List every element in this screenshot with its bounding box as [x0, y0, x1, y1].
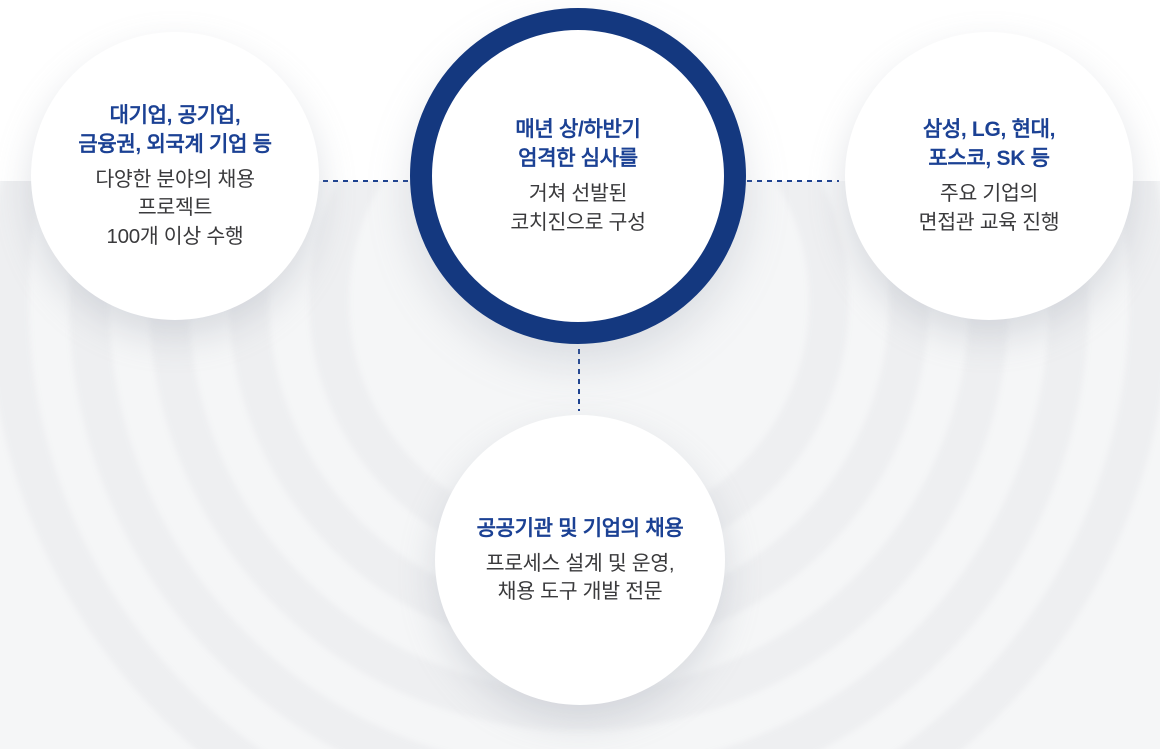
bubble-body-group: 프로세스 설계 및 운영, 채용 도구 개발 전문 — [486, 550, 675, 607]
connector-right-dashed-line — [747, 180, 839, 182]
bubble-body-line: 프로세스 설계 및 운영, — [485, 551, 675, 575]
bubble-heading-line: 금융권, 외국계 기업 등 — [78, 132, 272, 156]
bubble-body-group: 거쳐 선발된 코치진으로 구성 — [510, 180, 646, 237]
bubble-bottom-hiring-process: 공공기관 및 기업의 채용 프로세스 설계 및 운영, 채용 도구 개발 전문 — [435, 415, 725, 705]
bubble-body-group: 다양한 분야의 채용 프로젝트 100개 이상 수행 — [95, 166, 255, 252]
bubble-body-line: 프로젝트 — [137, 196, 213, 220]
bubble-body-line: 코치진으로 구성 — [510, 210, 646, 234]
bubble-heading-line: 삼성, LG, 현대, — [922, 118, 1056, 141]
bubble-heading-line: 대기업, 공기업, — [109, 103, 241, 127]
bubble-center-coaches: 매년 상/하반기 엄격한 심사를 거쳐 선발된 코치진으로 구성 — [410, 8, 746, 344]
bubble-heading-line: 포스코, SK 등 — [928, 147, 1050, 170]
connector-bottom-dashed-line — [578, 349, 580, 411]
bubble-body-line: 100개 이상 수행 — [106, 224, 244, 248]
bubble-body-group: 주요 기업의 면접관 교육 진행 — [919, 180, 1060, 237]
bubble-body-line: 다양한 분야의 채용 — [95, 167, 255, 191]
connector-left-dashed-line — [323, 180, 409, 182]
bubble-body-line: 주요 기업의 — [939, 182, 1039, 205]
bubble-heading-line: 공공기관 및 기업의 채용 — [476, 516, 684, 540]
bubble-body-line: 채용 도구 개발 전문 — [497, 580, 663, 603]
bubble-heading-line: 매년 상/하반기 — [515, 118, 641, 141]
bubble-left-recruit-projects: 대기업, 공기업, 금융권, 외국계 기업 등 다양한 분야의 채용 프로젝트 … — [31, 32, 319, 320]
bubble-heading-line: 엄격한 심사를 — [518, 147, 638, 170]
bubble-body-line: 거쳐 선발된 — [528, 182, 628, 205]
bubble-body-line: 면접관 교육 진행 — [918, 210, 1060, 234]
bubble-right-interviewer-training: 삼성, LG, 현대, 포스코, SK 등 주요 기업의 면접관 교육 진행 — [845, 32, 1133, 320]
